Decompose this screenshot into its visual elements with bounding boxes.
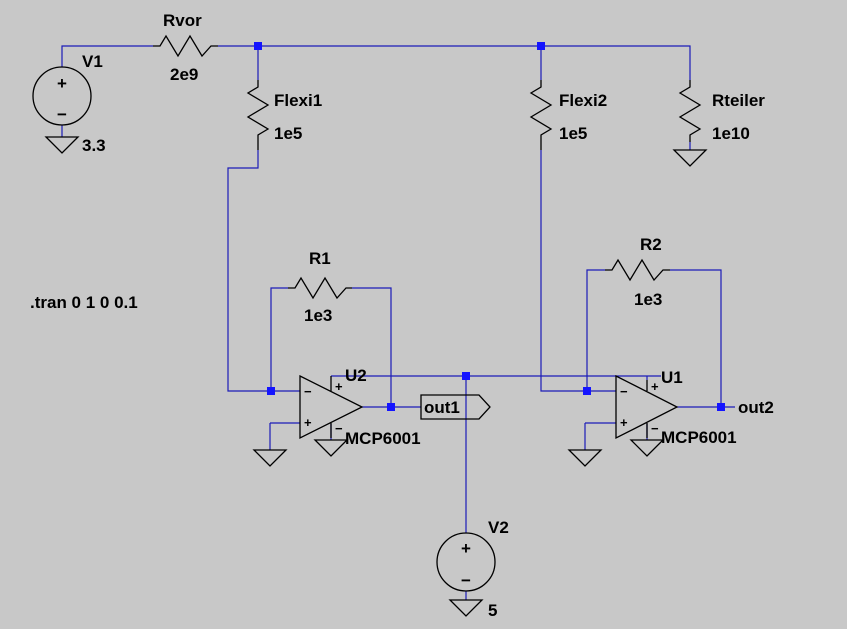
rteiler-value: 1e10 bbox=[712, 124, 750, 143]
junction-dot bbox=[254, 42, 262, 50]
v1-value: 3.3 bbox=[82, 136, 106, 155]
ground-icon bbox=[567, 449, 603, 467]
u2-vcc-sign: + bbox=[335, 379, 343, 394]
u2-opamp[interactable]: − + + − bbox=[299, 374, 364, 440]
flexi2-resistor[interactable] bbox=[529, 80, 553, 150]
ground-symbols bbox=[44, 136, 708, 617]
r2-resistor[interactable] bbox=[605, 258, 670, 282]
v2-voltage-source[interactable]: + − bbox=[436, 532, 496, 592]
junction-dot bbox=[462, 372, 470, 380]
out1-net-flag[interactable] bbox=[420, 394, 491, 420]
flexi1-value: 1e5 bbox=[274, 124, 302, 143]
wire-r2-loop bbox=[586, 269, 605, 391]
u1-model: MCP6001 bbox=[661, 428, 737, 447]
junction-dot bbox=[717, 403, 725, 411]
u2-name: U2 bbox=[345, 366, 367, 385]
r1-resistor[interactable] bbox=[288, 276, 352, 300]
spice-directive[interactable]: .tran 0 1 0 0.1 bbox=[30, 293, 138, 312]
u2-vss-sign: − bbox=[335, 421, 343, 436]
rteiler-name: Rteiler bbox=[712, 91, 765, 110]
v2-minus-sign: − bbox=[461, 571, 471, 590]
out2-net-label: out2 bbox=[738, 398, 774, 417]
flexi2-name: Flexi2 bbox=[559, 91, 607, 110]
v1-plus-sign: + bbox=[57, 74, 67, 93]
wire-top-rail bbox=[218, 45, 691, 80]
v1-voltage-source[interactable]: + − bbox=[32, 66, 92, 126]
wire-r1-right bbox=[352, 287, 392, 407]
r2-value: 1e3 bbox=[634, 290, 662, 309]
v1-name: V1 bbox=[82, 52, 103, 71]
v2-value: 5 bbox=[488, 601, 497, 620]
ground-icon bbox=[313, 439, 349, 457]
u2-opamp-triangle bbox=[299, 374, 364, 440]
v2-name: V2 bbox=[488, 518, 509, 537]
ground-icon bbox=[44, 136, 80, 154]
u1-vcc-sign: + bbox=[651, 379, 659, 394]
wires bbox=[61, 45, 735, 600]
out1-net-label: out1 bbox=[424, 398, 460, 417]
v1-minus-sign: − bbox=[57, 105, 67, 124]
u1-vss-sign: − bbox=[651, 421, 659, 436]
r2-name: R2 bbox=[640, 235, 662, 254]
ground-icon bbox=[629, 439, 665, 457]
junction-dot bbox=[583, 387, 591, 395]
rteiler-resistor[interactable] bbox=[678, 80, 702, 142]
flexi1-name: Flexi1 bbox=[274, 91, 322, 110]
u1-inverting-sign: − bbox=[620, 384, 628, 399]
flexi2-value: 1e5 bbox=[559, 124, 587, 143]
ground-icon bbox=[672, 149, 708, 167]
u2-model: MCP6001 bbox=[345, 429, 421, 448]
u2-noninverting-sign: + bbox=[304, 415, 312, 430]
junctions bbox=[254, 42, 725, 411]
flexi1-resistor[interactable] bbox=[246, 80, 270, 150]
labels: V1 3.3 Rvor 2e9 Flexi1 1e5 Flexi2 1e5 Rt… bbox=[30, 11, 774, 620]
u1-name: U1 bbox=[661, 368, 683, 387]
v2-circle bbox=[436, 532, 496, 592]
wire-v1-top bbox=[61, 45, 153, 67]
u1-opamp[interactable]: − + + − bbox=[615, 374, 679, 440]
ground-icon bbox=[448, 599, 484, 617]
rvor-name: Rvor bbox=[163, 11, 202, 30]
v2-plus-sign: + bbox=[461, 539, 471, 558]
r1-value: 1e3 bbox=[304, 306, 332, 325]
wire-r2-right bbox=[670, 269, 722, 407]
u2-inverting-sign: − bbox=[304, 384, 312, 399]
u1-opamp-triangle bbox=[615, 374, 679, 440]
v1-circle bbox=[32, 66, 92, 126]
wire-flexi1-to-u2 bbox=[227, 150, 300, 392]
ground-icon bbox=[252, 449, 288, 467]
u1-noninverting-sign: + bbox=[620, 415, 628, 430]
junction-dot bbox=[537, 42, 545, 50]
junction-dot bbox=[387, 403, 395, 411]
r1-name: R1 bbox=[309, 249, 331, 268]
wire-r1-loop bbox=[270, 287, 288, 391]
junction-dot bbox=[267, 387, 275, 395]
rvor-value: 2e9 bbox=[170, 65, 198, 84]
rvor-resistor[interactable] bbox=[153, 34, 218, 58]
